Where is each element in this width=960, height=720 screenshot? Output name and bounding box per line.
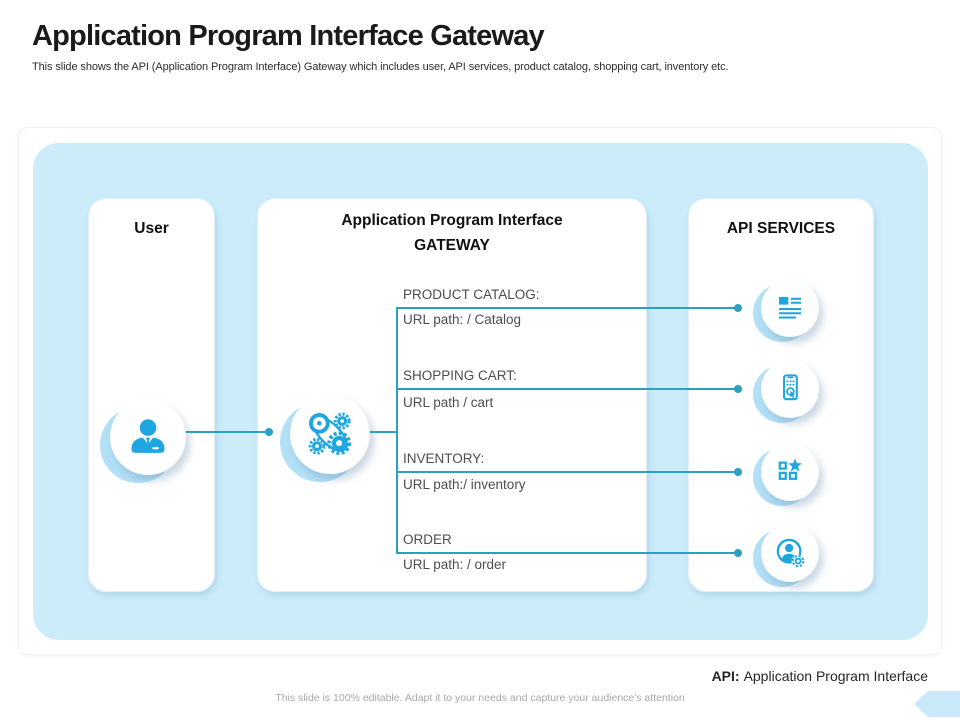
inventory-star-icon	[761, 443, 819, 501]
connector-order	[396, 552, 740, 554]
gateway-title-line1: Application Program Interface	[341, 212, 563, 229]
gears-belt-icon	[290, 394, 370, 474]
gateway-badge	[280, 394, 370, 482]
user-box: User	[88, 198, 215, 592]
route-label: INVENTORY:	[403, 451, 485, 466]
user-badge	[100, 399, 186, 483]
connector-dot	[734, 304, 742, 312]
connector-cart	[396, 388, 740, 390]
connector-dot	[734, 468, 742, 476]
api-abbreviation-label: API:	[711, 668, 740, 684]
route-label: ORDER	[403, 532, 452, 547]
order-account-gear-icon	[761, 524, 819, 582]
route-label: PRODUCT CATALOG:	[403, 287, 540, 302]
user-person-icon	[110, 399, 186, 475]
editable-note: This slide is 100% editable. Adapt it to…	[275, 692, 685, 704]
connector-dot	[265, 428, 273, 436]
connector-inventory	[396, 471, 740, 473]
route-path: URL path / cart	[403, 395, 494, 410]
api-services-title: API SERVICES	[726, 220, 836, 237]
api-abbreviation: API:Application Program Interface	[712, 668, 928, 684]
page-title: Application Program Interface Gateway	[32, 20, 545, 52]
route-path: URL path: / order	[403, 557, 507, 572]
catalog-document-icon	[761, 279, 819, 337]
user-box-title: User	[134, 220, 169, 237]
service-badge-inventory	[753, 443, 819, 506]
route-path: URL path:/ inventory	[403, 477, 526, 492]
route-table-left-border	[396, 307, 398, 554]
connector-dot	[734, 549, 742, 557]
page-subtitle: This slide shows the API (Application Pr…	[32, 61, 729, 73]
route-path: URL path: / Catalog	[403, 312, 522, 327]
gateway-box-title: Application Program Interface GATEWAY	[258, 208, 646, 258]
service-badge-catalog	[753, 279, 819, 342]
connector-user-to-gateway	[184, 431, 267, 433]
connector-gateway-to-table	[368, 431, 398, 433]
service-badge-cart	[753, 360, 819, 423]
service-badge-order	[753, 524, 819, 587]
connector-dot	[734, 385, 742, 393]
shopping-mobile-icon	[761, 360, 819, 418]
gateway-title-line2: GATEWAY	[414, 237, 490, 254]
route-label: SHOPPING CART:	[403, 368, 517, 383]
api-abbreviation-text: Application Program Interface	[743, 668, 928, 684]
connector-catalog	[396, 307, 740, 309]
